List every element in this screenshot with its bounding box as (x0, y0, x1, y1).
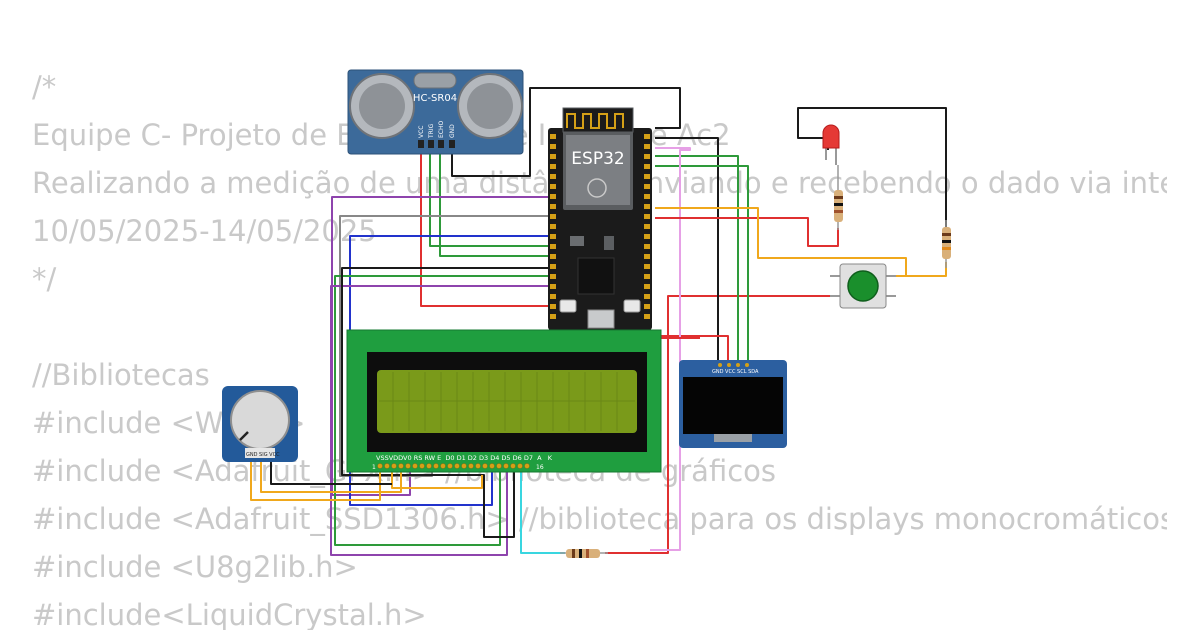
ultrasonic-pin-vcc: VCC (418, 126, 425, 138)
code-line-include-lcd: #include<LiquidCrystal.h> (32, 598, 427, 630)
espressif-logo-icon (587, 178, 607, 198)
oled-pin (727, 363, 731, 367)
lcd-16x2[interactable]: VSSVDDV0 RS RW E D0 D1 D2 D3 D4 D5 D6 D7… (346, 329, 662, 473)
esp32-regulator (570, 236, 584, 246)
esp32-left-pins (550, 134, 556, 319)
push-button[interactable] (830, 263, 896, 309)
ultrasonic-sensor[interactable]: HC-SR04 VCC TRIG ECHO GND (347, 69, 524, 155)
esp32-right-pins (644, 134, 650, 319)
code-line-include-ssd1306: #include <Adafruit_SSD1306.h> //bibliote… (32, 502, 1167, 536)
resistor-body (566, 549, 600, 558)
resistor-band (942, 240, 951, 243)
code-line-dates: 10/05/2025-14/05/2025 (32, 214, 377, 248)
wire-pot-sig[interactable] (260, 452, 402, 493)
resistor-band (834, 210, 843, 213)
resistor-band (586, 549, 589, 558)
wire-ultrasonic-echo[interactable] (439, 146, 552, 257)
esp32-usb-port[interactable] (587, 309, 615, 329)
lcd-pin-first: 1 (372, 464, 376, 471)
ultrasonic-pin-gnd: GND (449, 124, 456, 138)
potentiometer-indicator (239, 431, 249, 441)
oled-ribbon (714, 434, 752, 442)
esp32-antenna-trace (566, 113, 624, 129)
ultrasonic-label: HC-SR04 (413, 93, 457, 104)
code-line-comment-end: */ (32, 262, 57, 296)
ultrasonic-pin-echo: ECHO (438, 121, 445, 138)
wire-oled-sda[interactable] (655, 165, 749, 362)
wire-led-anode[interactable] (655, 217, 839, 247)
potentiometer-knob[interactable] (230, 390, 290, 450)
esp32-en-button[interactable] (623, 299, 641, 313)
resistor-band (579, 549, 582, 558)
wire-ultrasonic-trig[interactable] (429, 146, 552, 247)
ultrasonic-header-pin (449, 140, 455, 148)
red-led[interactable] (822, 124, 840, 165)
wire-pot-vcc[interactable] (270, 452, 392, 485)
resistor-button[interactable] (942, 220, 951, 268)
ultrasonic-mesh-left (359, 83, 405, 129)
esp32-usb-chip (577, 257, 615, 295)
oled-display[interactable]: GND VCC SCL SDA (679, 360, 787, 448)
potentiometer-pin-labels: GND SIG VCC (246, 452, 280, 458)
resistor-band (942, 233, 951, 236)
esp32-boot-button[interactable] (559, 299, 577, 313)
wire-ultrasonic-gnd[interactable] (451, 87, 681, 177)
resistor-band (572, 549, 575, 558)
ultrasonic-crystal (413, 72, 457, 89)
resistor-band (834, 203, 843, 206)
wire-lcd-backlight-a[interactable] (520, 462, 565, 554)
ultrasonic-header-pin (438, 140, 444, 148)
resistor-band (834, 196, 843, 199)
resistor-band (942, 247, 951, 250)
lcd-pin-last: 16 (536, 464, 544, 471)
wire-lcd-d4[interactable] (349, 235, 552, 506)
led-body (822, 124, 840, 149)
esp32-board[interactable]: ESP32 (548, 107, 652, 330)
resistor-backlight[interactable] (560, 549, 608, 558)
esp32-regulator (604, 236, 614, 250)
wire-ultrasonic-vcc[interactable] (420, 146, 552, 307)
wire-led-cathode[interactable] (797, 107, 947, 228)
wire-lcd-d6[interactable] (330, 285, 552, 556)
potentiometer-pin-strip (245, 448, 275, 458)
ultrasonic-header-pin (428, 140, 434, 148)
ultrasonic-header-pin (418, 140, 424, 148)
ultrasonic-mesh-right (467, 83, 513, 129)
wire-lcd-vdd[interactable] (391, 462, 483, 489)
oled-pin (745, 363, 749, 367)
wire-oled-scl[interactable] (655, 155, 739, 362)
oled-pin-labels: GND VCC SCL SDA (712, 369, 759, 375)
code-line-comment-start: /* (32, 70, 57, 104)
button-cap[interactable] (847, 270, 879, 302)
code-line-include-u8g2: #include <U8g2lib.h> (32, 550, 358, 584)
resistor-led[interactable] (834, 165, 843, 230)
wire-lcd-d5[interactable] (334, 275, 552, 546)
wire-pot-gnd[interactable] (250, 452, 381, 501)
esp32-shield (566, 135, 630, 205)
wire-oled-gnd[interactable] (655, 137, 719, 362)
oled-pin (736, 363, 740, 367)
code-line-libraries-comment: //Bibliotecas (32, 358, 210, 392)
potentiometer[interactable]: GND SIG VCC (222, 386, 298, 462)
lcd-pin-labels: VSSVDDV0 RS RW E D0 D1 D2 D3 D4 D5 D6 D7… (376, 454, 553, 462)
ultrasonic-pin-trig: TRIG (428, 123, 435, 139)
wire-lcd-backlight-k[interactable] (605, 295, 835, 554)
lcd-char-grid (379, 372, 635, 431)
wire-pink[interactable] (650, 147, 691, 551)
oled-screen (683, 377, 783, 434)
lcd-header-pins (377, 463, 530, 469)
esp32-label: ESP32 (571, 149, 624, 169)
oled-pin (718, 363, 722, 367)
wire-lcd-d7[interactable] (341, 267, 552, 538)
wire-button-pullup[interactable] (888, 262, 947, 277)
